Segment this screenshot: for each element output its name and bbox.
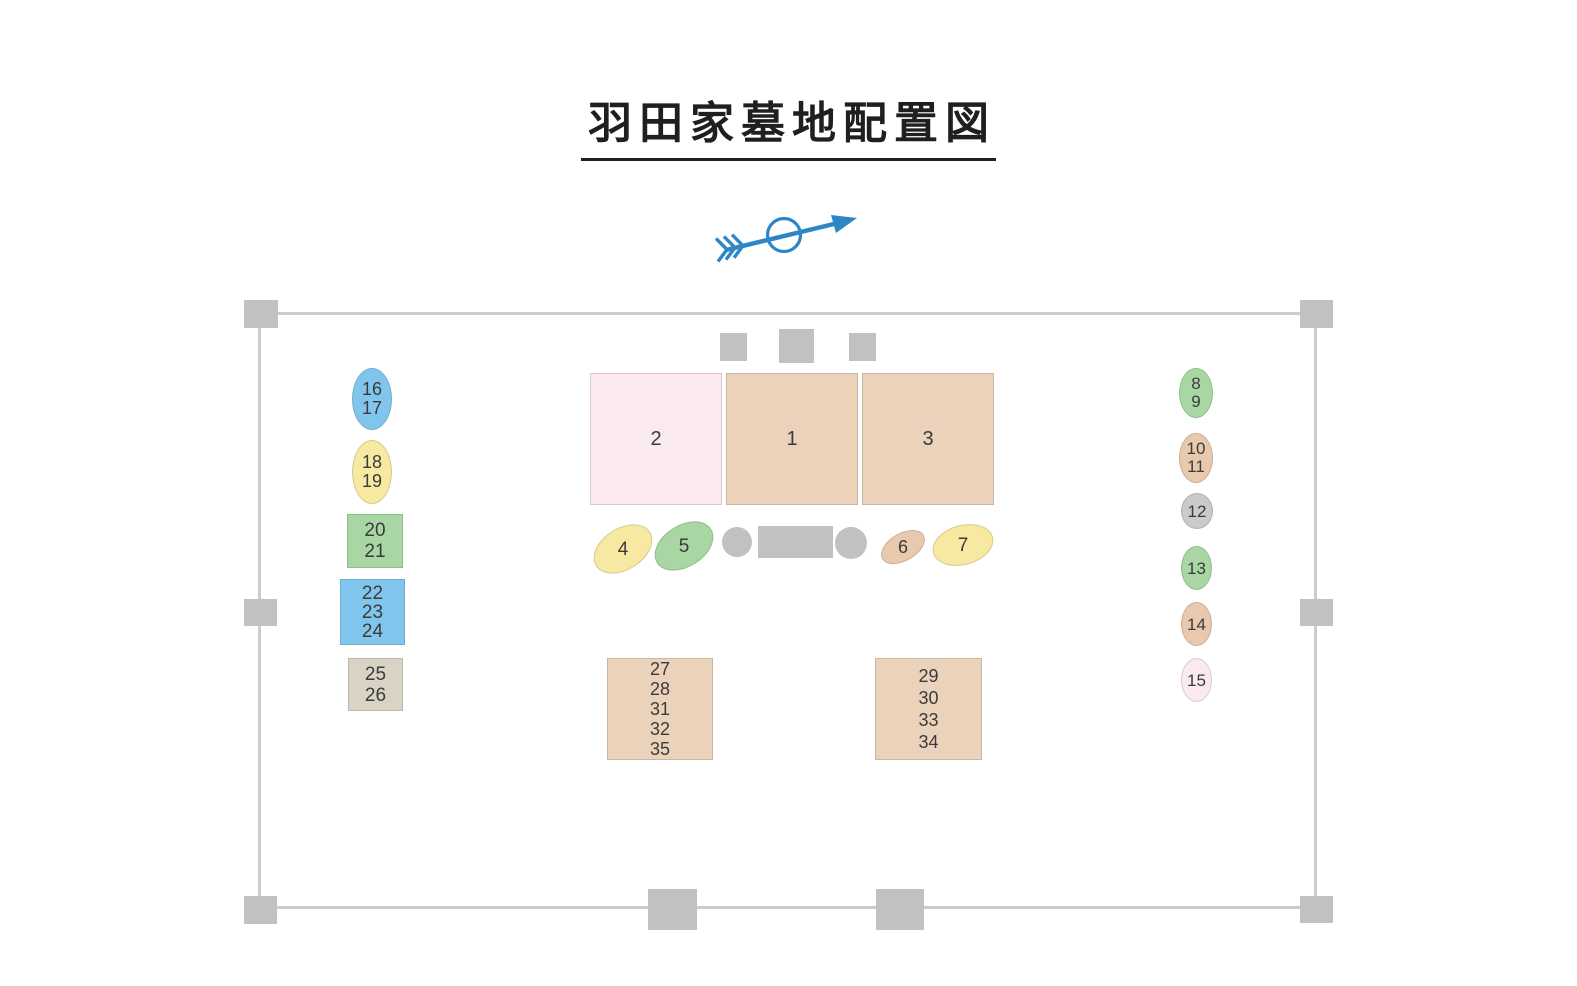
corner-top-left	[244, 300, 278, 328]
title-row: 羽田家墓地配置図	[0, 100, 1577, 162]
plot-15-label: 15	[1187, 670, 1206, 690]
top-structure-left	[720, 333, 747, 361]
plot-3-label: 3	[922, 428, 934, 450]
corner-top-right	[1300, 300, 1333, 328]
top-structure-right	[849, 333, 876, 361]
monument-circle-right	[835, 527, 867, 559]
plot-7-label: 7	[957, 534, 969, 556]
corner-bottom-left	[244, 896, 277, 924]
plot-12-label: 12	[1187, 501, 1207, 521]
plot-3: 3	[862, 373, 994, 505]
page-title: 羽田家墓地配置図	[581, 100, 996, 162]
plot-4-label: 4	[617, 538, 629, 560]
top-structure-center	[779, 329, 814, 363]
edge-right-mid	[1300, 599, 1333, 626]
plot-14-label: 14	[1187, 614, 1206, 634]
plot-14: 14	[1181, 602, 1212, 646]
compass-shaft	[725, 220, 839, 253]
gate-bottom-left	[648, 889, 697, 930]
plot-5-label: 5	[678, 535, 690, 557]
corner-bottom-right	[1300, 896, 1333, 923]
gate-bottom-right	[876, 889, 924, 930]
compass-circle	[765, 216, 803, 254]
plot-6-label: 6	[897, 537, 908, 557]
plot-2-label: 2	[650, 428, 662, 450]
plot-15: 15	[1181, 658, 1212, 702]
plot-1-label: 1	[786, 428, 798, 450]
monument-circle-left	[722, 527, 752, 557]
plot-1: 1	[726, 373, 858, 505]
compass-north-arrow-icon	[714, 215, 857, 263]
compass-arrowhead	[831, 215, 857, 233]
monument-pedestal	[758, 526, 833, 558]
plot-13: 13	[1181, 546, 1212, 590]
plot-2: 2	[590, 373, 722, 505]
plot-13-label: 13	[1187, 558, 1206, 578]
plot-12: 12	[1181, 493, 1213, 529]
edge-left-mid	[244, 599, 277, 626]
